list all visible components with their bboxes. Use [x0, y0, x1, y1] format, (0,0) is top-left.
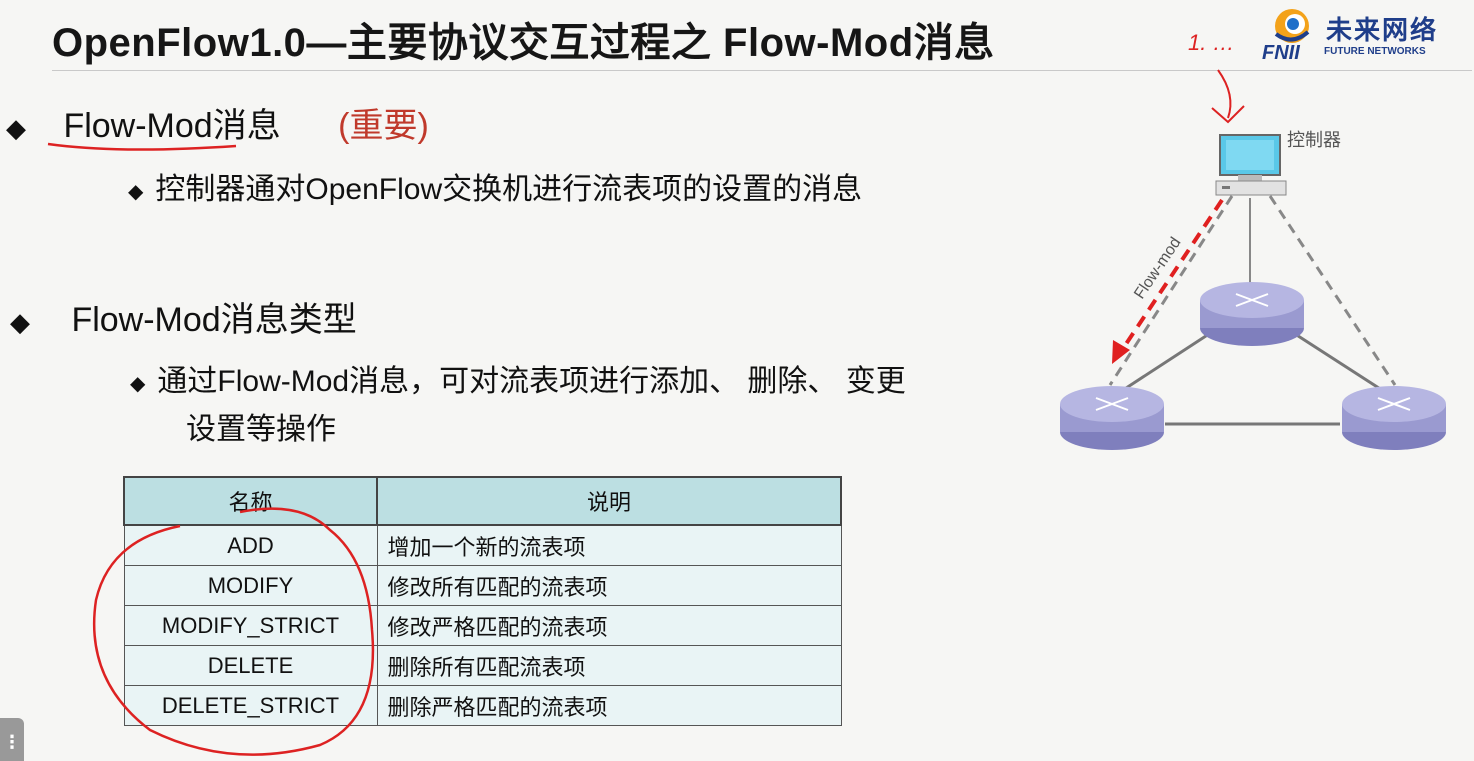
command-name: MODIFY_STRICT: [123, 605, 378, 646]
table-header-row: 名称 说明: [123, 476, 842, 526]
diamond-bullet-icon: ◆: [6, 112, 26, 143]
command-desc: 删除严格匹配的流表项: [376, 685, 842, 726]
command-name: DELETE_STRICT: [123, 685, 378, 726]
column-header-name: 名称: [123, 476, 378, 526]
diamond-bullet-icon: ◆: [130, 372, 146, 395]
table-row: DELETE 删除所有匹配流表项: [123, 645, 842, 686]
diamond-bullet-icon: ◆: [10, 306, 30, 337]
corner-handle[interactable]: ⋮: [0, 718, 24, 761]
controller-link-left: [1108, 195, 1234, 386]
network-topology-diagram: Flow-mod: [1060, 134, 1446, 450]
important-tag: (重要): [338, 107, 429, 145]
handwritten-annotation: 1. …: [1188, 30, 1235, 55]
drag-dots-icon: ⋮: [3, 732, 21, 752]
command-desc: 修改严格匹配的流表项: [376, 605, 842, 646]
logo-english-text: FUTURE NETWORKS: [1324, 46, 1426, 57]
fnii-logo: FNII 未来网络 FUTURE NETWORKS: [1262, 4, 1462, 66]
command-name: ADD: [123, 524, 378, 566]
table-row: MODIFY 修改所有匹配的流表项: [123, 565, 842, 606]
switch-link: [1119, 330, 1213, 394]
section1-sub: 控制器通对OpenFlow交换机进行流表项的设置的消息: [155, 173, 863, 206]
switch-link: [1291, 330, 1386, 394]
router-right-icon: [1342, 386, 1446, 450]
command-desc: 增加一个新的流表项: [376, 524, 842, 566]
router-top-icon: [1200, 282, 1304, 346]
bullet-flow-mod: ◆ Flow-Mod消息 (重要): [6, 98, 429, 147]
controller-label: 控制器: [1287, 130, 1341, 150]
section2-sub-line1: 通过Flow-Mod消息，可对流表项进行添加、 删除、 变更: [157, 365, 906, 398]
command-desc: 修改所有匹配的流表项: [376, 565, 842, 606]
bullet-flow-mod-types: ◆ Flow-Mod消息类型: [10, 292, 357, 341]
flow-mod-commands-table: 名称 说明 ADD 增加一个新的流表项 MODIFY 修改所有匹配的流表项 MO…: [123, 476, 842, 726]
section2-sub-line2: 设置等操作: [186, 413, 336, 446]
table-row: MODIFY_STRICT 修改严格匹配的流表项: [123, 605, 842, 646]
controller-pc-icon: [1215, 134, 1287, 196]
column-header-desc: 说明: [376, 476, 842, 526]
logo-chinese-text: 未来网络: [1326, 15, 1439, 45]
controller-link-right: [1268, 195, 1397, 386]
title-divider: [52, 70, 1472, 71]
section2-heading: Flow-Mod消息类型: [71, 301, 357, 339]
logo-swirl-icon: [1274, 9, 1310, 43]
command-name: DELETE: [123, 645, 378, 686]
command-name: MODIFY: [123, 565, 378, 606]
router-left-icon: [1060, 386, 1164, 450]
table-row: DELETE_STRICT 删除严格匹配的流表项: [123, 685, 842, 726]
bullet-flow-mod-desc: ◆ 控制器通对OpenFlow交换机进行流表项的设置的消息: [128, 164, 862, 208]
diamond-bullet-icon: ◆: [128, 180, 144, 203]
flow-mod-arrow: [1120, 198, 1224, 352]
logo-fnii-text: FNII: [1262, 42, 1300, 64]
section1-heading: Flow-Mod消息: [63, 107, 281, 145]
table-row: ADD 增加一个新的流表项: [123, 524, 842, 566]
flow-mod-arrow-head-icon: [1112, 340, 1130, 364]
bullet-flow-mod-ops: ◆ 通过Flow-Mod消息，可对流表项进行添加、 删除、 变更 设置等操作: [130, 356, 1030, 448]
slide-title: OpenFlow1.0—主要协议交互过程之 Flow-Mod消息: [52, 21, 995, 65]
command-desc: 删除所有匹配流表项: [376, 645, 842, 686]
